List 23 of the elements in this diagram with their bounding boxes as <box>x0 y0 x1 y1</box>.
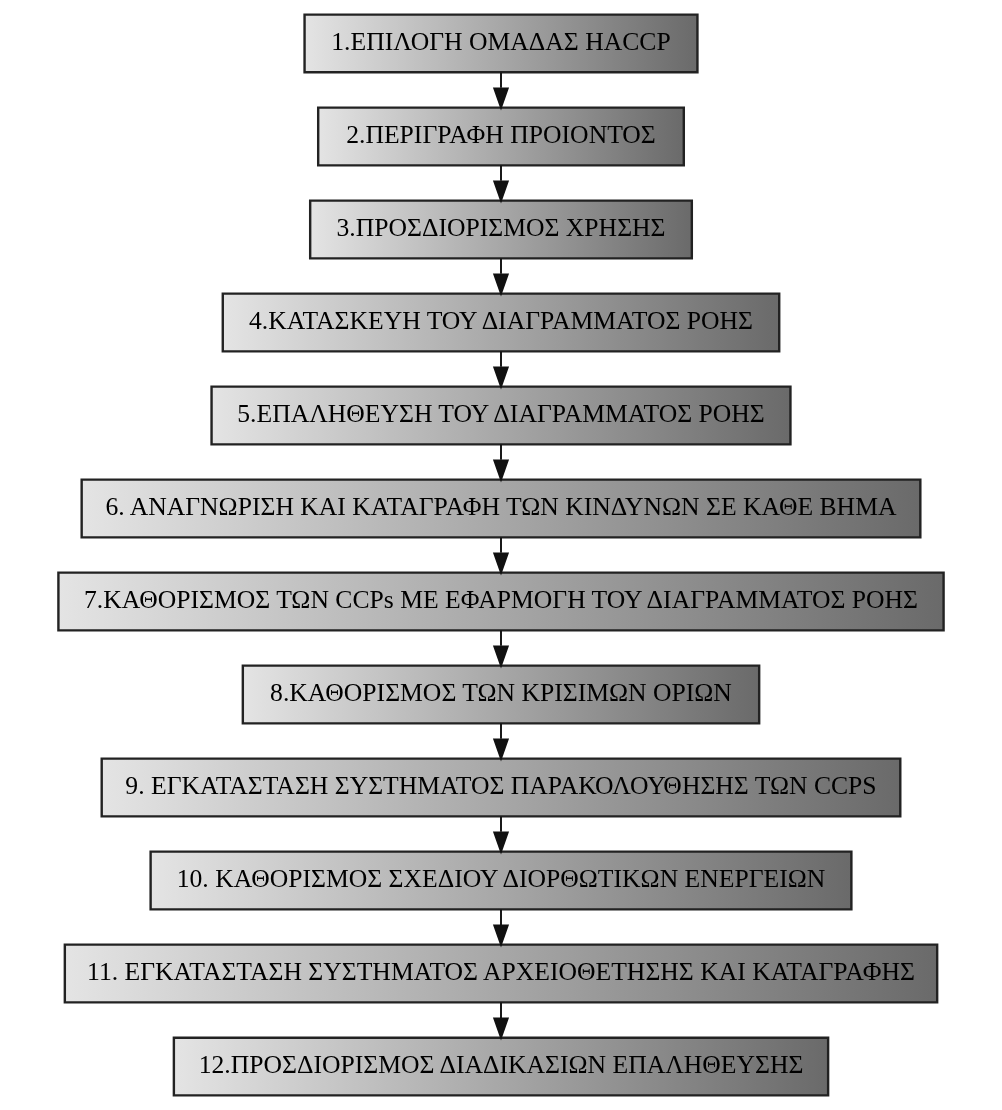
node-box: 5.ΕΠΑΛΗΘΕΥΣΗ ΤΟΥ ΔΙΑΓΡΑΜΜΑΤΟΣ ΡΟΗΣ <box>210 385 792 446</box>
arrow <box>492 722 510 762</box>
arrow <box>492 629 510 669</box>
node-box: 11. ΕΓΚΑΤΑΣΤΑΣΗ ΣΥΣΤΗΜΑΤΟΣ ΑΡΧΕΙΟΘΕΤΗΣΗΣ ΚΑΙ ΚΑΤΑΓΡΑΦΗΣ <box>63 943 939 1004</box>
arrow <box>492 1001 510 1041</box>
node-box: 3.ΠΡΟΣΔΙΟΡΙΣΜΟΣ ΧΡΗΣΗΣ <box>308 199 694 260</box>
arrow <box>492 536 510 576</box>
arrow <box>492 257 510 297</box>
node-box: 7.ΚΑΘΟΡΙΣΜΟΣ ΤΩΝ CCPs ΜΕ ΕΦΑΡΜΟΓΗ ΤΟΥ ΔΙΑΓΡΑΜΜΑΤΟΣ ΡΟΗΣ <box>57 571 945 632</box>
arrow <box>492 164 510 204</box>
node-box: 1.ΕΠΙΛΟΓΗ ΟΜΑΔΑΣ HACCP <box>303 13 699 74</box>
arrow <box>492 350 510 390</box>
node-box: 10. ΚΑΘΟΡΙΣΜΟΣ ΣΧΕΔΙΟΥ ΔΙΟΡΘΩΤΙΚΩΝ ΕΝΕΡΓΕΙΩΝ <box>149 850 853 911</box>
node-box: 9. ΕΓΚΑΤΑΣΤΑΣΗ ΣΥΣΤΗΜΑΤΟΣ ΠΑΡΑΚΟΛΟΥΘΗΣΗΣ ΤΩΝ CCPS <box>100 757 902 818</box>
node-box: 2.ΠΕΡΙΓΡΑΦΗ ΠΡΟΙΟΝΤΟΣ <box>317 106 685 167</box>
node-box: 6. ΑΝΑΓΝΩΡΙΣΗ ΚΑΙ ΚΑΤΑΓΡΑΦΗ ΤΩΝ ΚΙΝΔΥΝΩΝ ΣΕ ΚΑΘΕ ΒΗΜΑ <box>80 478 922 539</box>
arrow <box>492 71 510 111</box>
arrow <box>492 908 510 948</box>
node-box: 12.ΠΡΟΣΔΙΟΡΙΣΜΟΣ ΔΙΑΔΙΚΑΣΙΩΝ ΕΠΑΛΗΘΕΥΣΗΣ <box>172 1036 830 1097</box>
node-box: 4.ΚΑΤΑΣΚΕΥΗ ΤΟΥ ΔΙΑΓΡΑΜΜΑΤΟΣ ΡΟΗΣ <box>221 292 781 353</box>
arrow <box>492 815 510 855</box>
node-box: 8.ΚΑΘΟΡΙΣΜΟΣ ΤΩΝ ΚΡΙΣΙΜΩΝ ΟΡΙΩΝ <box>241 664 761 725</box>
arrow <box>492 443 510 483</box>
